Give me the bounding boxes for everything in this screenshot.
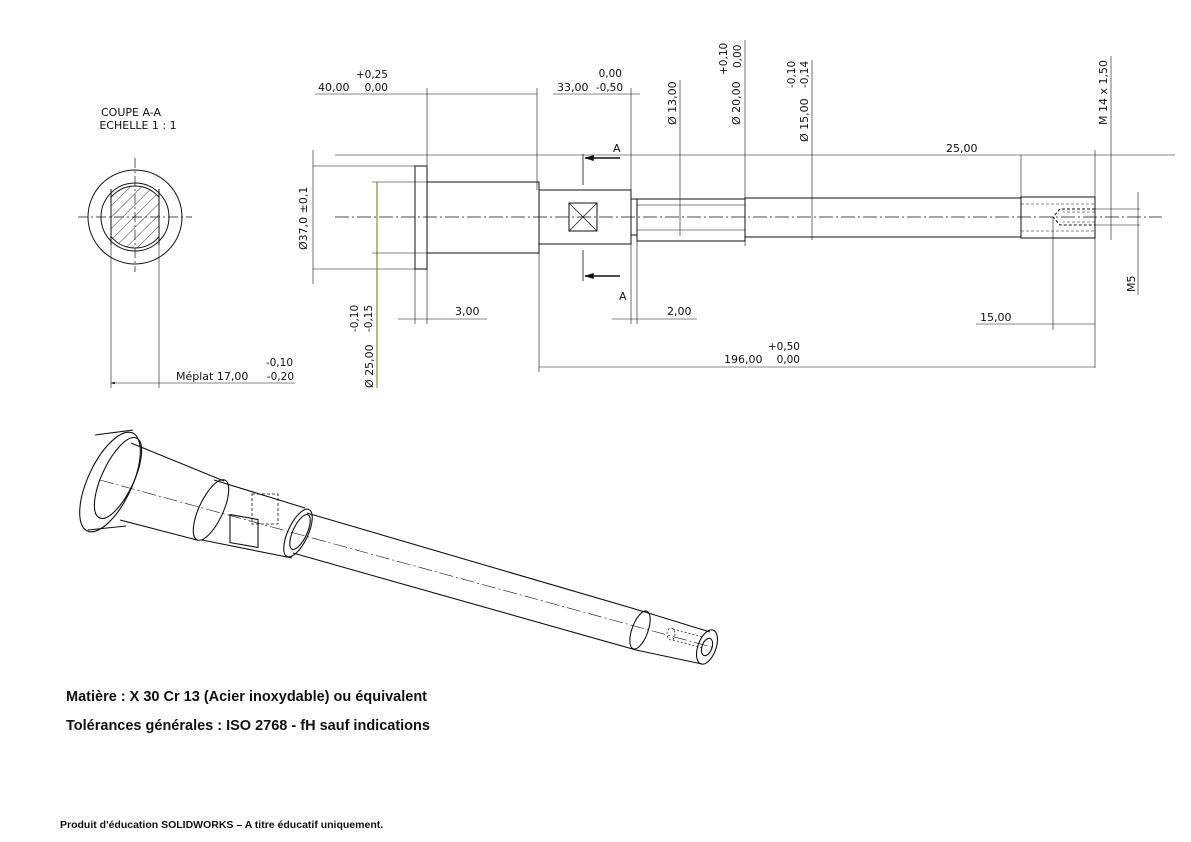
thread-end-m14 [1020,196,1096,239]
dim-d25dia-tol-low: -0,15 [363,305,375,332]
iso-flat-face [229,513,259,549]
section-arrow-a-bottom: A [619,290,627,303]
section-arrow-a-top: A [613,142,621,155]
square-flat-face [568,202,598,232]
iso-centerline [99,479,716,649]
iso-thread-end [695,629,719,665]
square-flat-section [538,189,632,245]
dim-25-top: 25,00 [946,142,978,155]
section-scale: ECHELLE 1 : 1 [99,119,176,132]
dim-15: 15,00 [980,311,1012,324]
meplat-label: Méplat 17,00 [176,370,248,383]
dim-196-tol-low: 0,00 [777,354,800,366]
dim-d20: Ø 20,00 [730,81,743,125]
dim-196-value: 196,00 [724,353,763,366]
dim-d15-tol-low: -0,14 [799,61,811,88]
dim-m5: M5 [1125,276,1138,293]
dim-40-value: 40,00 [318,81,350,94]
educational-footer: Produit d'éducation SOLIDWORKS – A titre… [60,819,384,831]
iso-shaft-step [629,610,651,650]
dim-2: 2,00 [667,305,692,318]
shaft-front-view: A A +0,25 40,00 0,00 0,00 33,00 -0,50 Ø … [297,40,1175,388]
dim-d25dia: Ø 25,00 [363,344,376,388]
dim-33-tol-low: -0,50 [596,82,623,94]
dim-33-tol-up: 0,00 [599,68,622,80]
dim-thread-m14: M 14 x 1,50 [1097,60,1110,125]
dim-d25dia-tol-up: -0,10 [349,305,361,332]
collar-d37 [414,165,428,270]
dim-d15: Ø 15,00 [798,98,811,142]
body-d25 [426,181,540,254]
dim-d37: Ø37,0 ±0,1 [297,187,310,250]
tolerance-note: Tolérances générales : ISO 2768 - fH sau… [66,718,430,734]
section-title: COUPE A-A [101,106,161,119]
dim-40-tol-up: +0,25 [356,69,388,81]
iso-body-end [192,479,230,541]
meplat-tol-lower: -0,20 [267,371,294,383]
shaft-d15 [744,197,1022,238]
material-note: Matière : X 30 Cr 13 (Acier inoxydable) … [66,689,427,705]
dim-3: 3,00 [455,305,480,318]
dim-d15-tol-up: -0,10 [786,61,798,88]
isometric-view [79,429,719,665]
dim-d13: Ø 13,00 [666,81,679,125]
dim-33-value: 33,00 [557,81,589,94]
iso-flange-outer [79,431,141,533]
meplat-tol-upper: -0,10 [266,357,293,369]
dim-d20-tol-up: +0,10 [718,43,730,75]
dim-d20-tol-low: 0,00 [732,45,744,68]
dim-196-tol-up: +0,50 [768,341,800,353]
dim-40-tol-low: 0,00 [365,82,388,94]
section-view-aa: COUPE A-A ECHELLE 1 : 1 -0,10 Méplat 17,… [78,106,295,388]
